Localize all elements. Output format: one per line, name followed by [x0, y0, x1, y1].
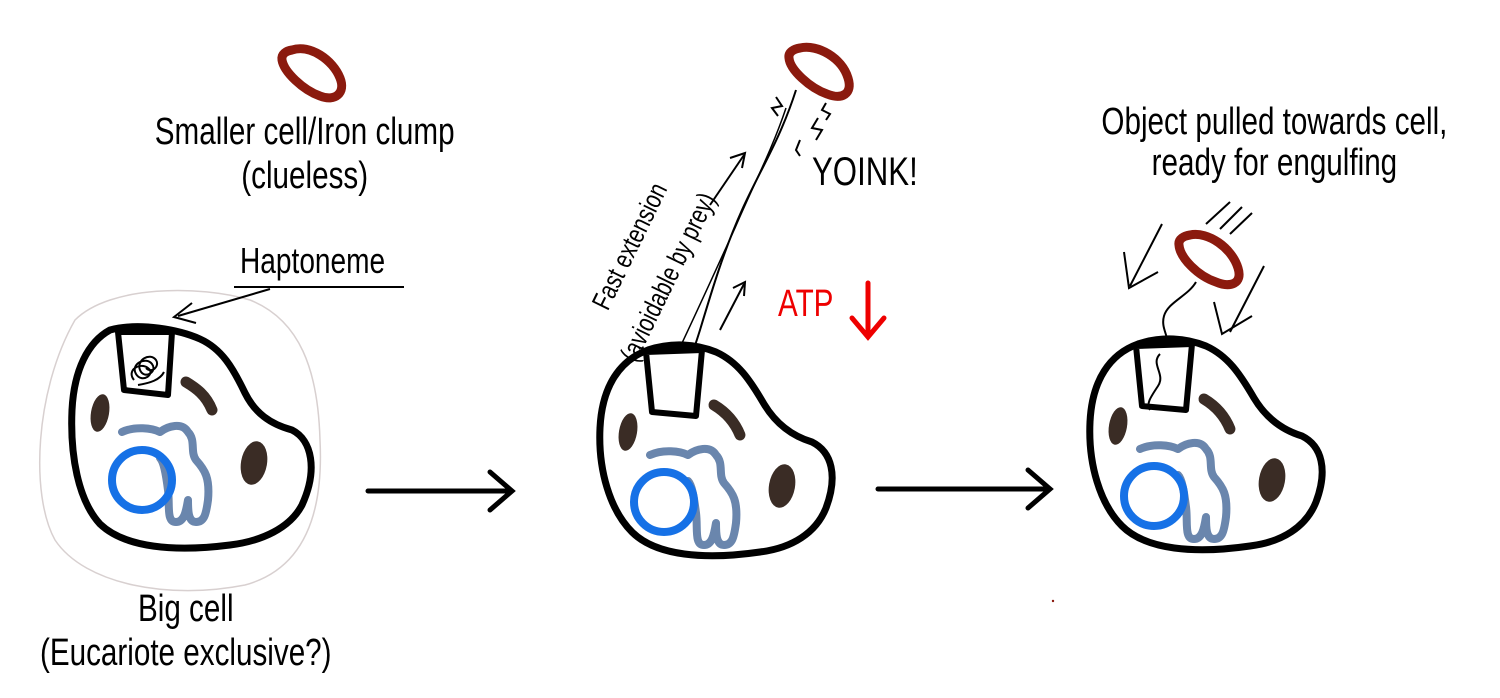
organelle — [768, 464, 796, 508]
cell-label-line2: (Eucariote exclusive?) — [39, 632, 332, 674]
result-label-line2: ready for engulfing — [1151, 142, 1398, 184]
organelle — [618, 413, 638, 451]
organelle — [1198, 393, 1236, 435]
organelle — [1108, 407, 1128, 445]
prey-label-line1: Smaller cell/Iron clump — [154, 111, 455, 153]
yoink-label: YOINK! — [812, 150, 918, 194]
panel-3 — [1051, 201, 1326, 603]
nucleus — [108, 446, 176, 514]
pull-arrow-right — [1213, 265, 1265, 336]
haptoneme-pointer-arrow — [171, 286, 404, 324]
organelle — [90, 394, 110, 432]
motion-arrow — [719, 280, 747, 331]
haptoneme-pocket — [115, 329, 175, 398]
motion-line — [1229, 212, 1253, 235]
organelle — [708, 399, 746, 441]
tension-mark — [810, 117, 824, 141]
organelle — [180, 376, 218, 416]
coiled-haptoneme — [130, 355, 165, 386]
prey-cell — [784, 42, 854, 101]
tension-mark — [820, 102, 832, 121]
prey-cell — [277, 44, 347, 103]
motion-line — [1205, 201, 1231, 225]
cell-label-line1: Big cell — [137, 588, 234, 630]
panel-1 — [39, 44, 516, 592]
cell-halo — [39, 289, 322, 592]
result-label-line1: Object pulled towards cell, — [1101, 101, 1448, 143]
transition-arrow-1 — [365, 469, 516, 513]
haptoneme-label: Haptoneme — [240, 240, 386, 281]
pull-arrow-left — [1123, 223, 1163, 290]
stray-dot — [1051, 599, 1055, 603]
tension-mark — [770, 96, 784, 117]
organelle — [1258, 458, 1286, 502]
atp-down-arrow — [849, 280, 887, 341]
tension-mark — [794, 139, 801, 157]
haptoneme-pocket — [643, 347, 705, 419]
organelle — [240, 441, 268, 485]
nucleus — [630, 468, 698, 536]
big-cell — [1086, 335, 1326, 554]
nucleus — [1120, 462, 1188, 530]
motion-line — [1219, 206, 1243, 230]
prey-label-line2: (clueless) — [241, 155, 369, 197]
motion-arrow — [709, 151, 747, 206]
atp-label: ATP — [778, 283, 834, 325]
panel-2 — [596, 42, 1054, 560]
endoplasmic-reticulum — [118, 422, 213, 526]
big-cell — [596, 341, 836, 560]
transition-arrow-2 — [875, 467, 1054, 511]
endoplasmic-reticulum — [1136, 439, 1231, 543]
retracted-haptoneme-inner — [1147, 353, 1162, 411]
endoplasmic-reticulum — [646, 445, 741, 549]
big-cell — [68, 323, 315, 552]
prey-cell — [1174, 229, 1244, 290]
haptoneme-pocket — [1133, 341, 1195, 413]
